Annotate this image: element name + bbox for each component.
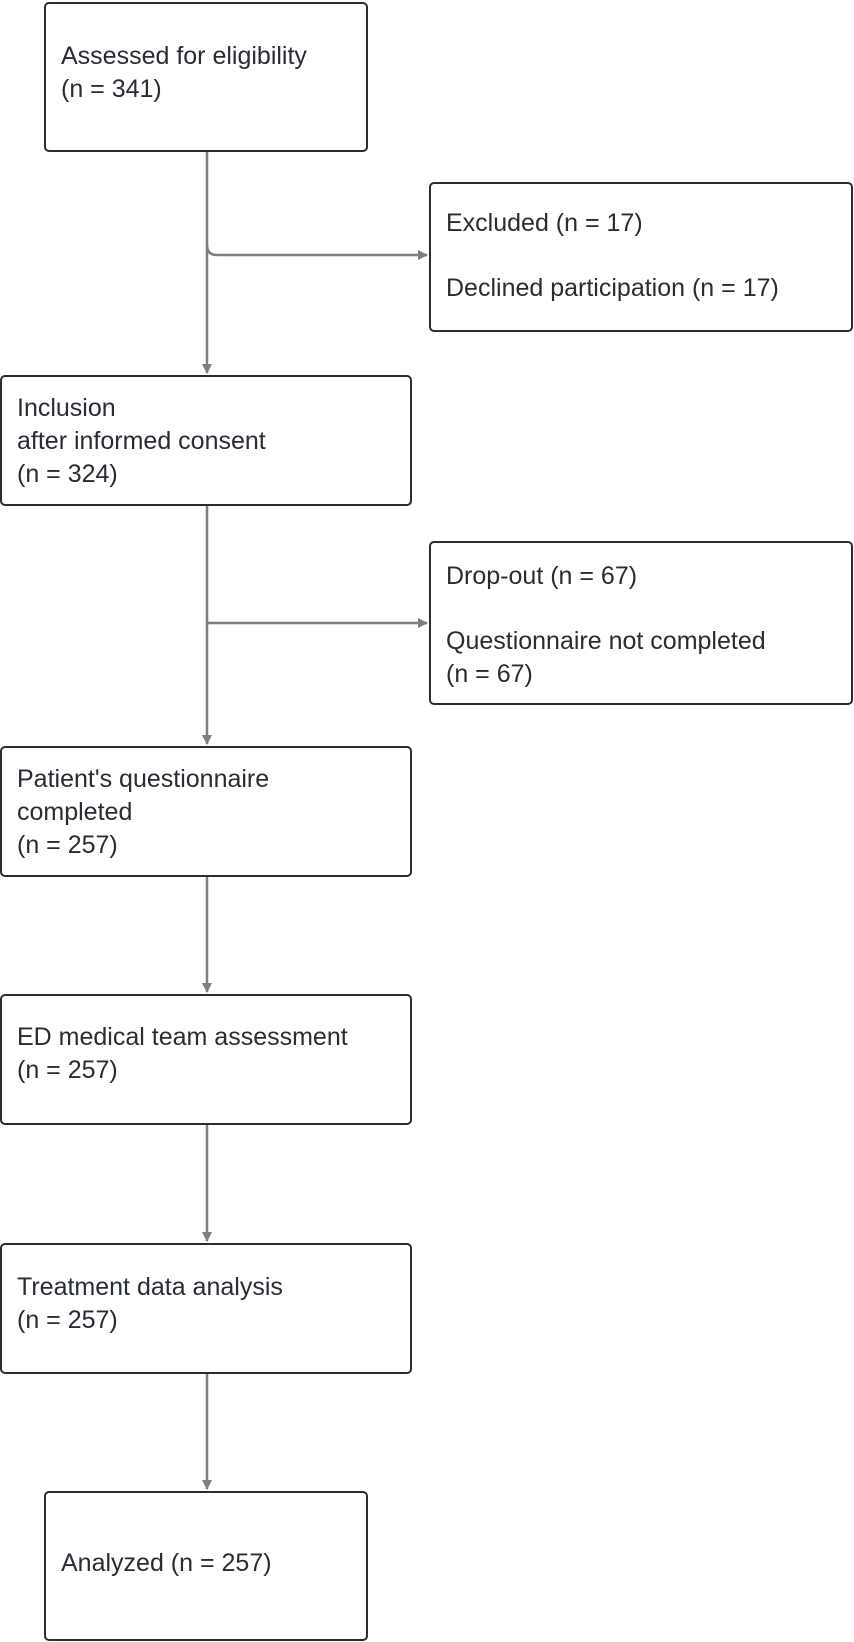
inclusion-count: (n = 324) bbox=[17, 460, 118, 488]
questionnaire-box: Patient's questionnaire completed (n = 2… bbox=[0, 746, 412, 877]
inclusion-label: Inclusion bbox=[17, 394, 116, 422]
ed-assessment-box: ED medical team assessment (n = 257) bbox=[0, 994, 412, 1125]
questionnaire-sublabel: completed bbox=[17, 798, 133, 826]
ed-assessment-count: (n = 257) bbox=[17, 1056, 118, 1084]
ed-assessment-label: ED medical team assessment bbox=[17, 1023, 348, 1051]
excluded-title: Excluded (n = 17) bbox=[446, 209, 643, 237]
dropout-box: Drop-out (n = 67) Questionnaire not comp… bbox=[429, 541, 853, 705]
eligibility-count: (n = 341) bbox=[61, 75, 162, 103]
inclusion-box: Inclusion after informed consent (n = 32… bbox=[0, 375, 412, 506]
treatment-count: (n = 257) bbox=[17, 1306, 118, 1334]
dropout-reason-count: (n = 67) bbox=[446, 660, 533, 688]
eligibility-box: Assessed for eligibility (n = 341) bbox=[44, 2, 368, 152]
dropout-title: Drop-out (n = 67) bbox=[446, 562, 638, 590]
treatment-label: Treatment data analysis bbox=[17, 1273, 283, 1301]
dropout-reason: Questionnaire not completed bbox=[446, 627, 766, 655]
inclusion-sublabel: after informed consent bbox=[17, 427, 266, 455]
excluded-box: Excluded (n = 17) Declined participation… bbox=[429, 182, 853, 332]
treatment-box: Treatment data analysis (n = 257) bbox=[0, 1243, 412, 1374]
questionnaire-label: Patient's questionnaire bbox=[17, 765, 270, 793]
questionnaire-count: (n = 257) bbox=[17, 831, 118, 859]
excluded-reason: Declined participation (n = 17) bbox=[446, 274, 779, 302]
eligibility-label: Assessed for eligibility bbox=[61, 42, 307, 70]
analyzed-label: Analyzed (n = 257) bbox=[61, 1549, 272, 1577]
analyzed-box: Analyzed (n = 257) bbox=[44, 1491, 368, 1641]
arrow-to-excluded bbox=[205, 244, 428, 260]
